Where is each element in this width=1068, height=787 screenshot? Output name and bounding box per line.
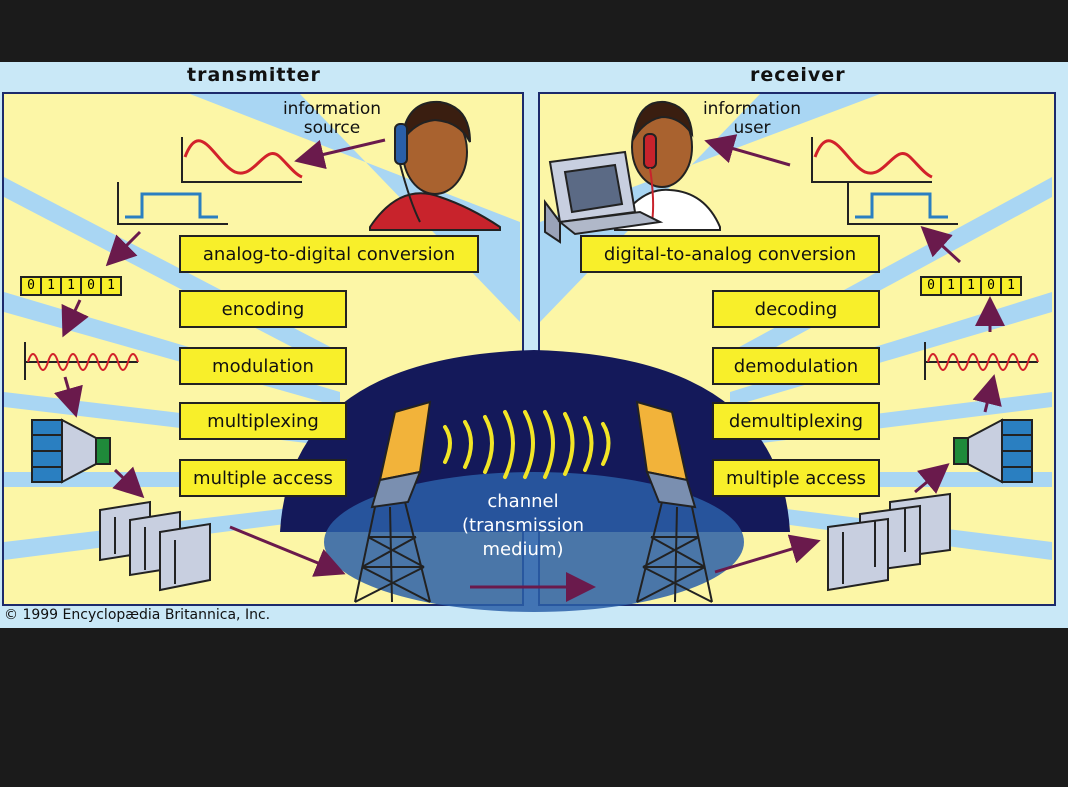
bit: 0 bbox=[922, 278, 942, 294]
user-label-line2: user bbox=[733, 118, 771, 138]
computer-monitor-icon bbox=[544, 150, 664, 244]
information-user-label: information user bbox=[682, 100, 822, 138]
stage-multiple-access-tx: multiple access bbox=[179, 459, 347, 497]
stage-multiplexing: multiplexing bbox=[179, 402, 347, 440]
bit: 0 bbox=[82, 278, 102, 294]
source-label-line1: information bbox=[282, 99, 382, 119]
transmitter-multiplexer-icon bbox=[31, 418, 111, 484]
stage-encoding: encoding bbox=[179, 290, 347, 328]
channel-label-line2: (transmission bbox=[461, 515, 584, 536]
bit: 1 bbox=[942, 278, 962, 294]
channel-label: channel (transmission medium) bbox=[438, 490, 608, 562]
transmitter-analog-signal bbox=[181, 137, 303, 183]
stage-demodulation: demodulation bbox=[712, 347, 880, 385]
bit: 1 bbox=[1007, 278, 1015, 293]
bit: 0 bbox=[982, 278, 1002, 294]
channel-label-line1: channel bbox=[487, 491, 559, 512]
stage-digital-to-analog: digital-to-analog conversion bbox=[580, 235, 880, 273]
flow-arrows bbox=[53, 134, 1005, 602]
bit: 1 bbox=[62, 278, 82, 294]
transmitter-digital-signal bbox=[117, 182, 228, 225]
receive-tower bbox=[635, 400, 713, 603]
channel-glow bbox=[324, 472, 744, 612]
transmitter-heading: transmitter bbox=[187, 64, 321, 86]
bit: 0 bbox=[22, 278, 42, 294]
receiver-analog-signal bbox=[811, 137, 933, 183]
receiver-multiplexer-icon bbox=[953, 418, 1033, 484]
channel-label-line3: medium) bbox=[482, 539, 564, 560]
stage-analog-to-digital: analog-to-digital conversion bbox=[179, 235, 479, 273]
user-label-line1: information bbox=[702, 99, 802, 119]
receiver-modulated-wave bbox=[924, 342, 1039, 380]
radio-waves bbox=[443, 410, 611, 479]
bit: 1 bbox=[42, 278, 62, 294]
diagram-canvas: transmitter receiver bbox=[0, 62, 1068, 628]
transmitter-modulated-wave bbox=[24, 342, 139, 380]
stage-demultiplexing: demultiplexing bbox=[712, 402, 880, 440]
bit: 1 bbox=[107, 278, 115, 293]
stage-multiple-access-rx: multiple access bbox=[712, 459, 880, 497]
receiver-heading: receiver bbox=[750, 64, 846, 86]
transmitter-servers-icon bbox=[99, 500, 211, 592]
copyright-notice: © 1999 Encyclopædia Britannica, Inc. bbox=[4, 607, 271, 623]
transmitter-bit-string: 0 1 1 0 1 bbox=[20, 276, 122, 296]
information-source-person-icon bbox=[369, 100, 501, 231]
receiver-digital-signal bbox=[847, 182, 958, 225]
source-label-line2: source bbox=[303, 118, 361, 138]
receiver-bit-string: 0 1 1 0 1 bbox=[920, 276, 1022, 296]
stage-decoding: decoding bbox=[712, 290, 880, 328]
bit: 1 bbox=[962, 278, 982, 294]
receiver-servers-icon bbox=[827, 492, 951, 592]
transmit-tower bbox=[354, 400, 432, 603]
stage-modulation: modulation bbox=[179, 347, 347, 385]
information-source-label: information source bbox=[262, 100, 402, 138]
